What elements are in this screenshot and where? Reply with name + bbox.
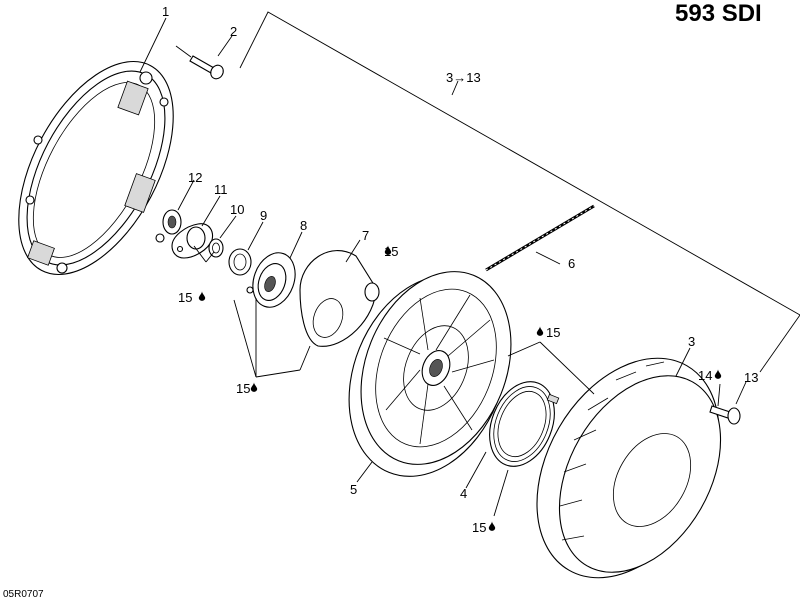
oil-drop-icon: [714, 369, 722, 379]
grease-15-group-b: 15: [384, 244, 398, 259]
callout-6: 6: [568, 256, 575, 271]
grease-15-label: 15: [178, 290, 192, 305]
grease-15-group-e: 15: [472, 520, 496, 535]
part-4-recoil-spring: [489, 381, 560, 467]
lubricant-markers: 15 15 15 15 15 14: [178, 244, 722, 535]
callout-5: 5: [350, 482, 357, 497]
callout-3: 3: [688, 334, 695, 349]
callout-7: 7: [362, 228, 369, 243]
oil-drop-icon: [488, 521, 496, 531]
part-7-pawl-plate: [299, 250, 380, 347]
part-3-starter-housing: [536, 357, 722, 579]
part-10-washer: [208, 238, 224, 258]
part-11-flange: [171, 223, 214, 259]
grease-15-label: 15: [236, 381, 250, 396]
oil-drop-icon: [250, 382, 258, 392]
grease-15-group-c: 15: [236, 381, 258, 396]
grease-15-group-d: 15: [536, 325, 560, 340]
callout-2: 2: [230, 24, 237, 39]
grease-15-group-a: 15: [178, 290, 206, 305]
callout-8: 8: [300, 218, 307, 233]
part-6-rope: [485, 204, 595, 272]
drawing-code: 05R0707: [3, 589, 44, 600]
grease-14-label: 14: [698, 368, 712, 383]
part-13-screw: [709, 405, 741, 425]
model-title: 593 SDI: [675, 0, 762, 27]
callout-1: 1: [162, 4, 169, 19]
part-9-bushing: [228, 248, 252, 276]
callout-4: 4: [460, 486, 467, 501]
callout-13: 13: [744, 370, 758, 385]
assembly-range-bracket: [239, 11, 800, 373]
part-5-pulley: [348, 271, 512, 477]
oil-drop-icon: [536, 326, 544, 336]
grease-14-group: 14: [698, 368, 722, 383]
part-2-screw: [175, 45, 224, 80]
grease-15-label: 15: [472, 520, 486, 535]
leader-lines: [139, 17, 747, 517]
callout-labels: 1 2 3→13 12 11 10 9 8 7 6 5 4 3 13: [162, 4, 758, 501]
part-12-seal: [162, 209, 182, 235]
part-8-cam: [246, 252, 296, 308]
callout-11: 11: [214, 182, 228, 197]
callout-12: 12: [188, 170, 202, 185]
callout-9: 9: [260, 208, 267, 223]
callout-10: 10: [230, 202, 244, 217]
callout-3-to-13: 3→13: [446, 70, 481, 85]
grease-15-label: 15: [546, 325, 560, 340]
oil-drop-icon: [198, 291, 206, 301]
part-1-housing-ring: [18, 60, 174, 276]
